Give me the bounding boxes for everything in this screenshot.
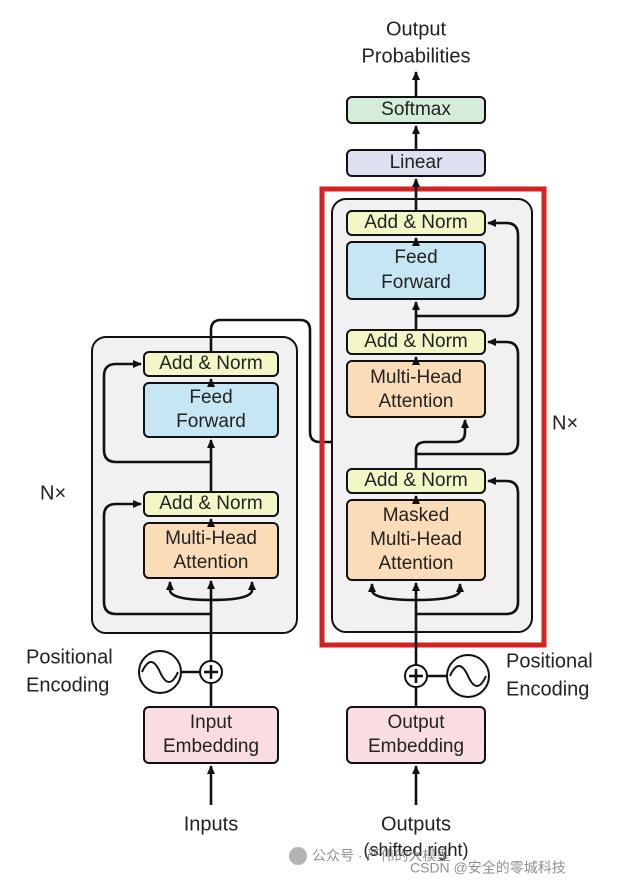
- decoder-pos-line1: Positional: [506, 650, 593, 672]
- watermark-wechat: 公众号 · 严伟的大模型: [312, 848, 450, 864]
- decoder-nx: N×: [552, 412, 578, 434]
- outputs-suffix-label: (shifted right): [363, 840, 468, 860]
- decoder-add-norm-top-label: Add & Norm: [364, 212, 467, 233]
- output-embedding-line2: Embedding: [368, 736, 464, 757]
- decoder-highlight-frame: [319, 186, 547, 648]
- encoder-add-norm-1-label: Add & Norm: [159, 493, 262, 514]
- decoder-add-norm-mid-label: Add & Norm: [364, 331, 467, 352]
- decoder-mha-line1: Multi-Head: [370, 367, 462, 388]
- masked-line1: Masked: [383, 505, 450, 526]
- input-embedding-line2: Embedding: [163, 736, 259, 757]
- encoder-mha-line2: Attention: [174, 552, 249, 573]
- encoder-nx: N×: [40, 482, 66, 504]
- encoder-block: [91, 336, 298, 634]
- encoder-arrows: [102, 318, 416, 805]
- decoder-ff-line1: Feed: [394, 247, 437, 268]
- decoder-sine-icon: [446, 654, 490, 698]
- encoder-ff-line2: Forward: [176, 411, 246, 432]
- linear-label: Linear: [390, 152, 443, 173]
- softmax-label: Softmax: [381, 99, 451, 120]
- encoder-mha-line1: Multi-Head: [165, 528, 257, 549]
- inputs-label: Inputs: [184, 813, 238, 835]
- input-embedding-line1: Input: [190, 712, 233, 733]
- decoder-pos-line2: Encoding: [506, 678, 589, 700]
- encoder-add-norm-2-label: Add & Norm: [159, 353, 262, 374]
- output-embedding-line1: Output: [387, 712, 445, 733]
- output-prob-line1: Output: [386, 18, 446, 40]
- outputs-label: Outputs: [381, 813, 451, 835]
- decoder-ff-line2: Forward: [381, 272, 451, 293]
- watermark: 公众号 · 严伟的大模型 CSDN @安全的零城科技: [289, 847, 566, 876]
- encoder-ff-line1: Feed: [189, 387, 232, 408]
- decoder-arrows: [368, 71, 520, 805]
- wechat-icon: [289, 847, 307, 865]
- encoder-pos-line1: Positional: [26, 646, 113, 668]
- watermark-csdn: CSDN @安全的零城科技: [410, 860, 566, 876]
- decoder-add-norm-bot-label: Add & Norm: [364, 470, 467, 491]
- decoder-mha-line2: Attention: [379, 391, 454, 412]
- masked-line3: Attention: [379, 553, 454, 574]
- output-prob-line2: Probabilities: [362, 45, 471, 67]
- encoder-sine-icon: [138, 650, 182, 694]
- masked-line2: Multi-Head: [370, 529, 462, 550]
- encoder-pos-line2: Encoding: [26, 674, 109, 696]
